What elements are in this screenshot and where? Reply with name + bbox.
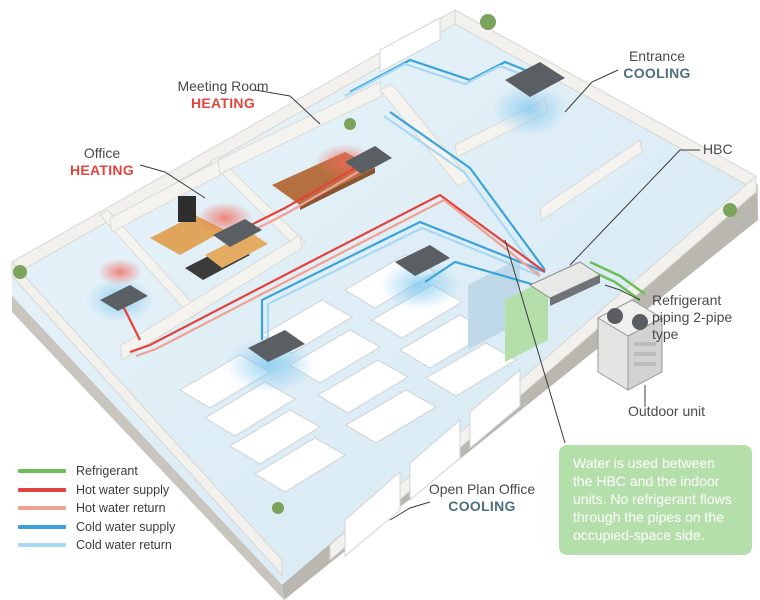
- label-office-mode: HEATING: [69, 162, 135, 178]
- label-meeting-room-mode: HEATING: [190, 95, 256, 111]
- label-office-name: Office: [83, 145, 121, 161]
- note-line-2: the HBC and the indoor: [573, 473, 720, 489]
- outdoor-unit: [596, 299, 664, 391]
- indoor-units: [100, 62, 565, 362]
- label-open-plan-office: Open Plan Office COOLING: [414, 481, 550, 515]
- label-refrigerant-piping-line2: piping 2-pipe: [652, 309, 733, 325]
- label-entrance-name: Entrance: [628, 48, 686, 64]
- note-line-1: Water is used between: [573, 455, 715, 471]
- water-note-callout: Water is used between the HBC and the in…: [559, 445, 752, 555]
- legend-swatch-cold-water-return: [18, 543, 66, 548]
- legend-swatch-refrigerant: [18, 469, 66, 474]
- legend-item-cold-water-supply: Cold water supply: [18, 518, 175, 537]
- legend-label-hot-water-supply: Hot water supply: [76, 482, 170, 497]
- legend-item-cold-water-return: Cold water return: [18, 536, 175, 555]
- legend-label-hot-water-return: Hot water return: [76, 501, 166, 516]
- label-refrigerant-piping-line1: Refrigerant: [652, 292, 722, 308]
- legend-label-refrigerant: Refrigerant: [76, 464, 138, 479]
- legend-item-hot-water-return: Hot water return: [18, 499, 175, 518]
- legend-swatch-hot-water-return: [18, 506, 66, 511]
- note-line-4: through the pipes on the: [573, 509, 725, 525]
- label-entrance-mode: COOLING: [623, 65, 691, 81]
- storage-shelves: [468, 258, 548, 362]
- label-outdoor-unit: Outdoor unit: [628, 403, 705, 420]
- legend-item-refrigerant: Refrigerant: [18, 462, 175, 481]
- label-outdoor-unit-name: Outdoor unit: [628, 403, 706, 419]
- label-office: Office HEATING: [62, 145, 142, 179]
- leader-lines: [139, 69, 700, 521]
- plants: [13, 14, 737, 514]
- legend-label-cold-water-return: Cold water return: [76, 538, 172, 553]
- label-open-plan-office-name: Open Plan Office: [428, 481, 536, 497]
- label-meeting-room: Meeting Room HEATING: [168, 78, 278, 112]
- hbc-unit: [528, 261, 602, 306]
- pipe-legend: Refrigerant Hot water supply Hot water r…: [18, 462, 175, 555]
- legend-swatch-hot-water-supply: [18, 487, 66, 492]
- label-open-plan-office-mode: COOLING: [448, 498, 516, 514]
- label-refrigerant-piping: Refrigerant piping 2-pipe type: [652, 292, 732, 343]
- cold-water-pipes: [260, 58, 546, 344]
- label-refrigerant-piping-line3: type: [652, 326, 679, 342]
- legend-label-cold-water-supply: Cold water supply: [76, 519, 176, 534]
- legend-swatch-cold-water-supply: [18, 524, 66, 529]
- label-hbc: HBC: [703, 141, 733, 158]
- legend-item-hot-water-supply: Hot water supply: [18, 481, 175, 500]
- label-entrance: Entrance COOLING: [612, 48, 702, 82]
- windows: [344, 17, 521, 558]
- note-line-3: units. No refrigerant flows: [573, 491, 732, 507]
- note-line-5: occupied-space side.: [573, 527, 705, 543]
- label-hbc-name: HBC: [703, 141, 733, 157]
- label-meeting-room-name: Meeting Room: [177, 78, 269, 94]
